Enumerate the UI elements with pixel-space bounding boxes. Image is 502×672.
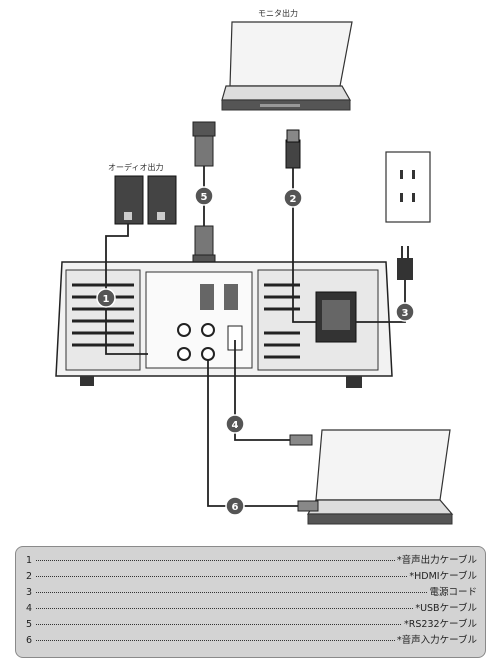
legend-text: *音声入力ケーブル (394, 633, 477, 648)
legend-row: 3 電源コード (26, 585, 477, 600)
legend-number: 6 (26, 635, 33, 646)
badge-6: 6 (232, 502, 239, 513)
legend-text: *HDMIケーブル (407, 569, 477, 584)
legend-row: 5 *RS232ケーブル (26, 617, 477, 632)
cable-6-audio-in (207, 360, 298, 507)
legend-text: 電源コード (427, 585, 477, 600)
legend-number: 5 (26, 619, 33, 630)
cable-4-usb (234, 340, 290, 441)
badge-1: 1 (103, 294, 110, 305)
cable-3-power (356, 280, 406, 323)
legend-number: 3 (26, 587, 33, 598)
hdmi-connector-icon (285, 129, 301, 169)
cable-1-audio-out (105, 224, 148, 355)
monitor-output-label: モニタ出力 (258, 9, 298, 18)
cable-legend: 1 *音声出力ケーブル 2 *HDMIケーブル 3 電源コード 4 *USBケー… (15, 546, 486, 658)
legend-row: 4 *USBケーブル (26, 601, 477, 616)
legend-text: *音声出力ケーブル (394, 553, 477, 568)
legend-row: 1 *音声出力ケーブル (26, 553, 477, 568)
usb-plug-icon (289, 434, 313, 446)
legend-number: 1 (26, 555, 33, 566)
speakers-icon (114, 175, 177, 225)
legend-number: 4 (26, 603, 33, 614)
rs232-connector-icon (192, 121, 216, 270)
monitor-laptop-icon (221, 21, 353, 111)
badge-4: 4 (232, 420, 239, 431)
cable-2-hdmi (292, 168, 316, 323)
badge-3: 3 (402, 308, 409, 319)
badge-2: 2 (290, 194, 297, 205)
connection-diagram: 1 2 3 4 5 6 (55, 21, 454, 525)
wall-outlet-icon (385, 151, 431, 223)
power-plug-icon (397, 246, 413, 280)
legend-row: 2 *HDMIケーブル (26, 569, 477, 584)
legend-row: 6 *音声入力ケーブル (26, 633, 477, 648)
legend-text: *USBケーブル (413, 601, 477, 616)
audio-output-label: オーディオ出力 (108, 163, 164, 172)
source-laptop-icon (306, 429, 454, 525)
badge-5: 5 (201, 192, 208, 203)
projector-rear-panel (55, 261, 393, 388)
audio-plug-icon (297, 500, 319, 512)
legend-text: *RS232ケーブル (402, 617, 477, 632)
legend-number: 2 (26, 571, 33, 582)
